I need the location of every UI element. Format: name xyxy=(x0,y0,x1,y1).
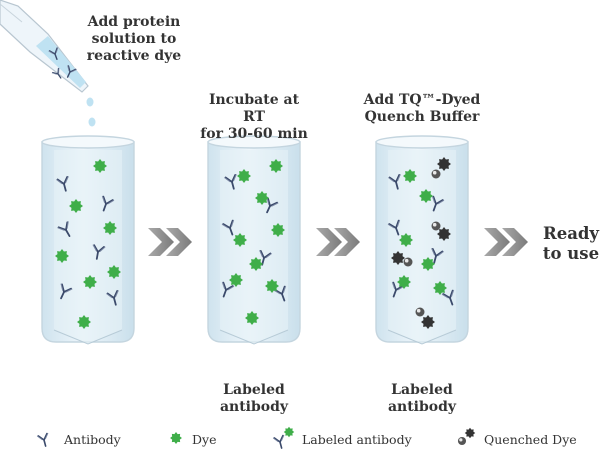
step-1-line-1: Add protein xyxy=(87,14,181,30)
droplets xyxy=(86,97,96,127)
arrow-2 xyxy=(316,228,360,256)
step-3-line-2: Quench Buffer xyxy=(364,109,480,125)
ready-line-2: to use xyxy=(542,244,600,263)
legend-antibody-icon xyxy=(36,432,52,449)
step-2-label: Incubate at RT for 30-60 min xyxy=(196,92,312,143)
step-1-line-3: reactive dye xyxy=(86,48,182,64)
ready-line-1: Ready xyxy=(542,224,600,243)
step-3-line-1: Add TQ™-Dyed xyxy=(363,92,481,108)
legend-labeled-antibody-icon xyxy=(272,426,295,451)
ready-to-use-label: Ready to use xyxy=(540,224,600,264)
tube-3 xyxy=(375,135,469,345)
legend-quenched-dye-icon xyxy=(457,427,476,446)
tube-3-caption: Labeled antibody xyxy=(387,382,457,415)
legend-dye-label: Dye xyxy=(192,432,217,447)
tube-2-caption: Labeled antibody xyxy=(219,382,289,415)
legend-labeled-antibody-label: Labeled antibody xyxy=(302,432,412,447)
arrow-1 xyxy=(148,228,192,256)
step-3-label: Add TQ™-Dyed Quench Buffer xyxy=(360,92,484,126)
step-1-line-2: solution to xyxy=(91,31,177,47)
arrow-3 xyxy=(484,228,528,256)
legend-antibody-label: Antibody xyxy=(64,432,121,447)
legend-quenched-dye-label: Quenched Dye xyxy=(484,432,577,447)
pipette xyxy=(0,0,89,93)
step-1-label: Add protein solution to reactive dye xyxy=(78,14,190,65)
tube-2 xyxy=(207,135,301,345)
tube-1 xyxy=(41,135,135,345)
step-2-line-2: for 30-60 min xyxy=(200,126,308,142)
step-2-line-1: Incubate at RT xyxy=(208,92,300,125)
legend-dye-icon xyxy=(170,432,182,444)
